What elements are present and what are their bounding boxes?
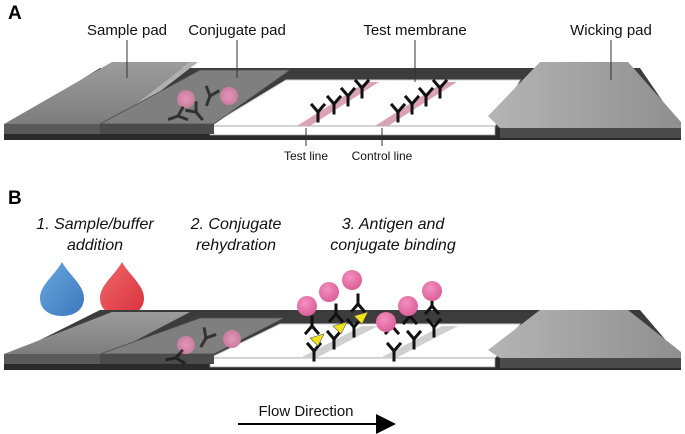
conjugate-pad-front — [100, 354, 214, 364]
gold-nanoparticle — [297, 296, 317, 316]
panel-b: B 1. Sample/buffer addition 2. Conjugate… — [4, 188, 681, 434]
label-control-line: Control line — [352, 149, 413, 163]
gold-conjugate-particle — [220, 87, 238, 105]
control-line — [375, 82, 457, 126]
buffer-drop-icon — [40, 262, 84, 316]
gold-nanoparticle — [319, 282, 339, 302]
bound-conjugate-antibody — [350, 293, 366, 313]
gold-conjugate-particle — [177, 90, 195, 108]
label-conjugate-pad: Conjugate pad — [188, 22, 286, 39]
step3-line2: conjugate binding — [330, 237, 456, 254]
antigen — [353, 311, 369, 325]
test-line — [300, 326, 378, 358]
label-test-line: Test line — [284, 149, 328, 163]
label-test-membrane: Test membrane — [363, 22, 466, 39]
gold-nanoparticle — [422, 281, 442, 301]
flow-direction-label: Flow Direction — [258, 403, 353, 420]
wicking-pad-front — [500, 128, 681, 138]
membrane-edge — [209, 357, 496, 368]
gold-nanoparticle — [342, 270, 362, 290]
gold-nanoparticle — [398, 296, 418, 316]
sample-pad — [4, 62, 190, 124]
step1-line2: addition — [67, 237, 123, 254]
gold-conjugate-particle — [223, 330, 241, 348]
control-line — [380, 326, 458, 358]
panel-a-letter: A — [8, 3, 22, 24]
sample-pad-front — [4, 354, 110, 364]
gold-nanoparticle — [376, 312, 396, 332]
label-sample-pad: Sample pad — [87, 22, 167, 39]
step1-line1: 1. Sample/buffer — [36, 216, 154, 233]
panel-a: A — [4, 3, 681, 163]
step2-line2: rehydration — [196, 237, 276, 254]
step3-line1: 3. Antigen and — [342, 216, 446, 233]
sample-pad-front — [4, 124, 110, 134]
antigen — [332, 321, 348, 335]
sample-pad — [4, 312, 190, 354]
wicking-pad-front — [500, 358, 681, 368]
conjugate-pad-front — [100, 124, 214, 134]
wicking-pad — [488, 62, 681, 128]
membrane-edge — [209, 125, 496, 136]
label-wicking-pad: Wicking pad — [570, 22, 652, 39]
step2-line1: 2. Conjugate — [190, 216, 282, 233]
wicking-pad — [488, 310, 681, 358]
sample-drop-icon — [100, 262, 144, 316]
antigen — [309, 333, 325, 347]
panel-b-letter: B — [8, 188, 22, 209]
